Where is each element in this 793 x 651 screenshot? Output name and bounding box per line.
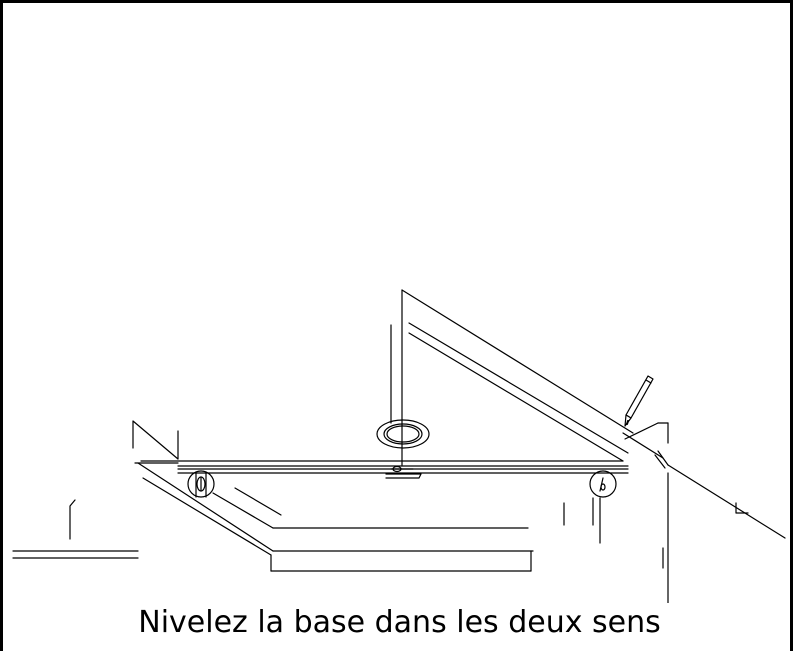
instruction-caption: Nivelez la base dans les deux sens (138, 605, 661, 640)
leveling-illustration (12, 289, 786, 603)
pencil-icon (624, 375, 654, 427)
background-wall-lines (12, 420, 179, 559)
left-adjustment-foot (187, 470, 215, 498)
horizontal-beam (134, 460, 629, 474)
right-adjustment-foot (563, 470, 617, 544)
right-side-lines (662, 464, 786, 603)
triangle-frame (390, 289, 669, 469)
base-platform (137, 462, 534, 572)
bubble-level (376, 419, 430, 479)
